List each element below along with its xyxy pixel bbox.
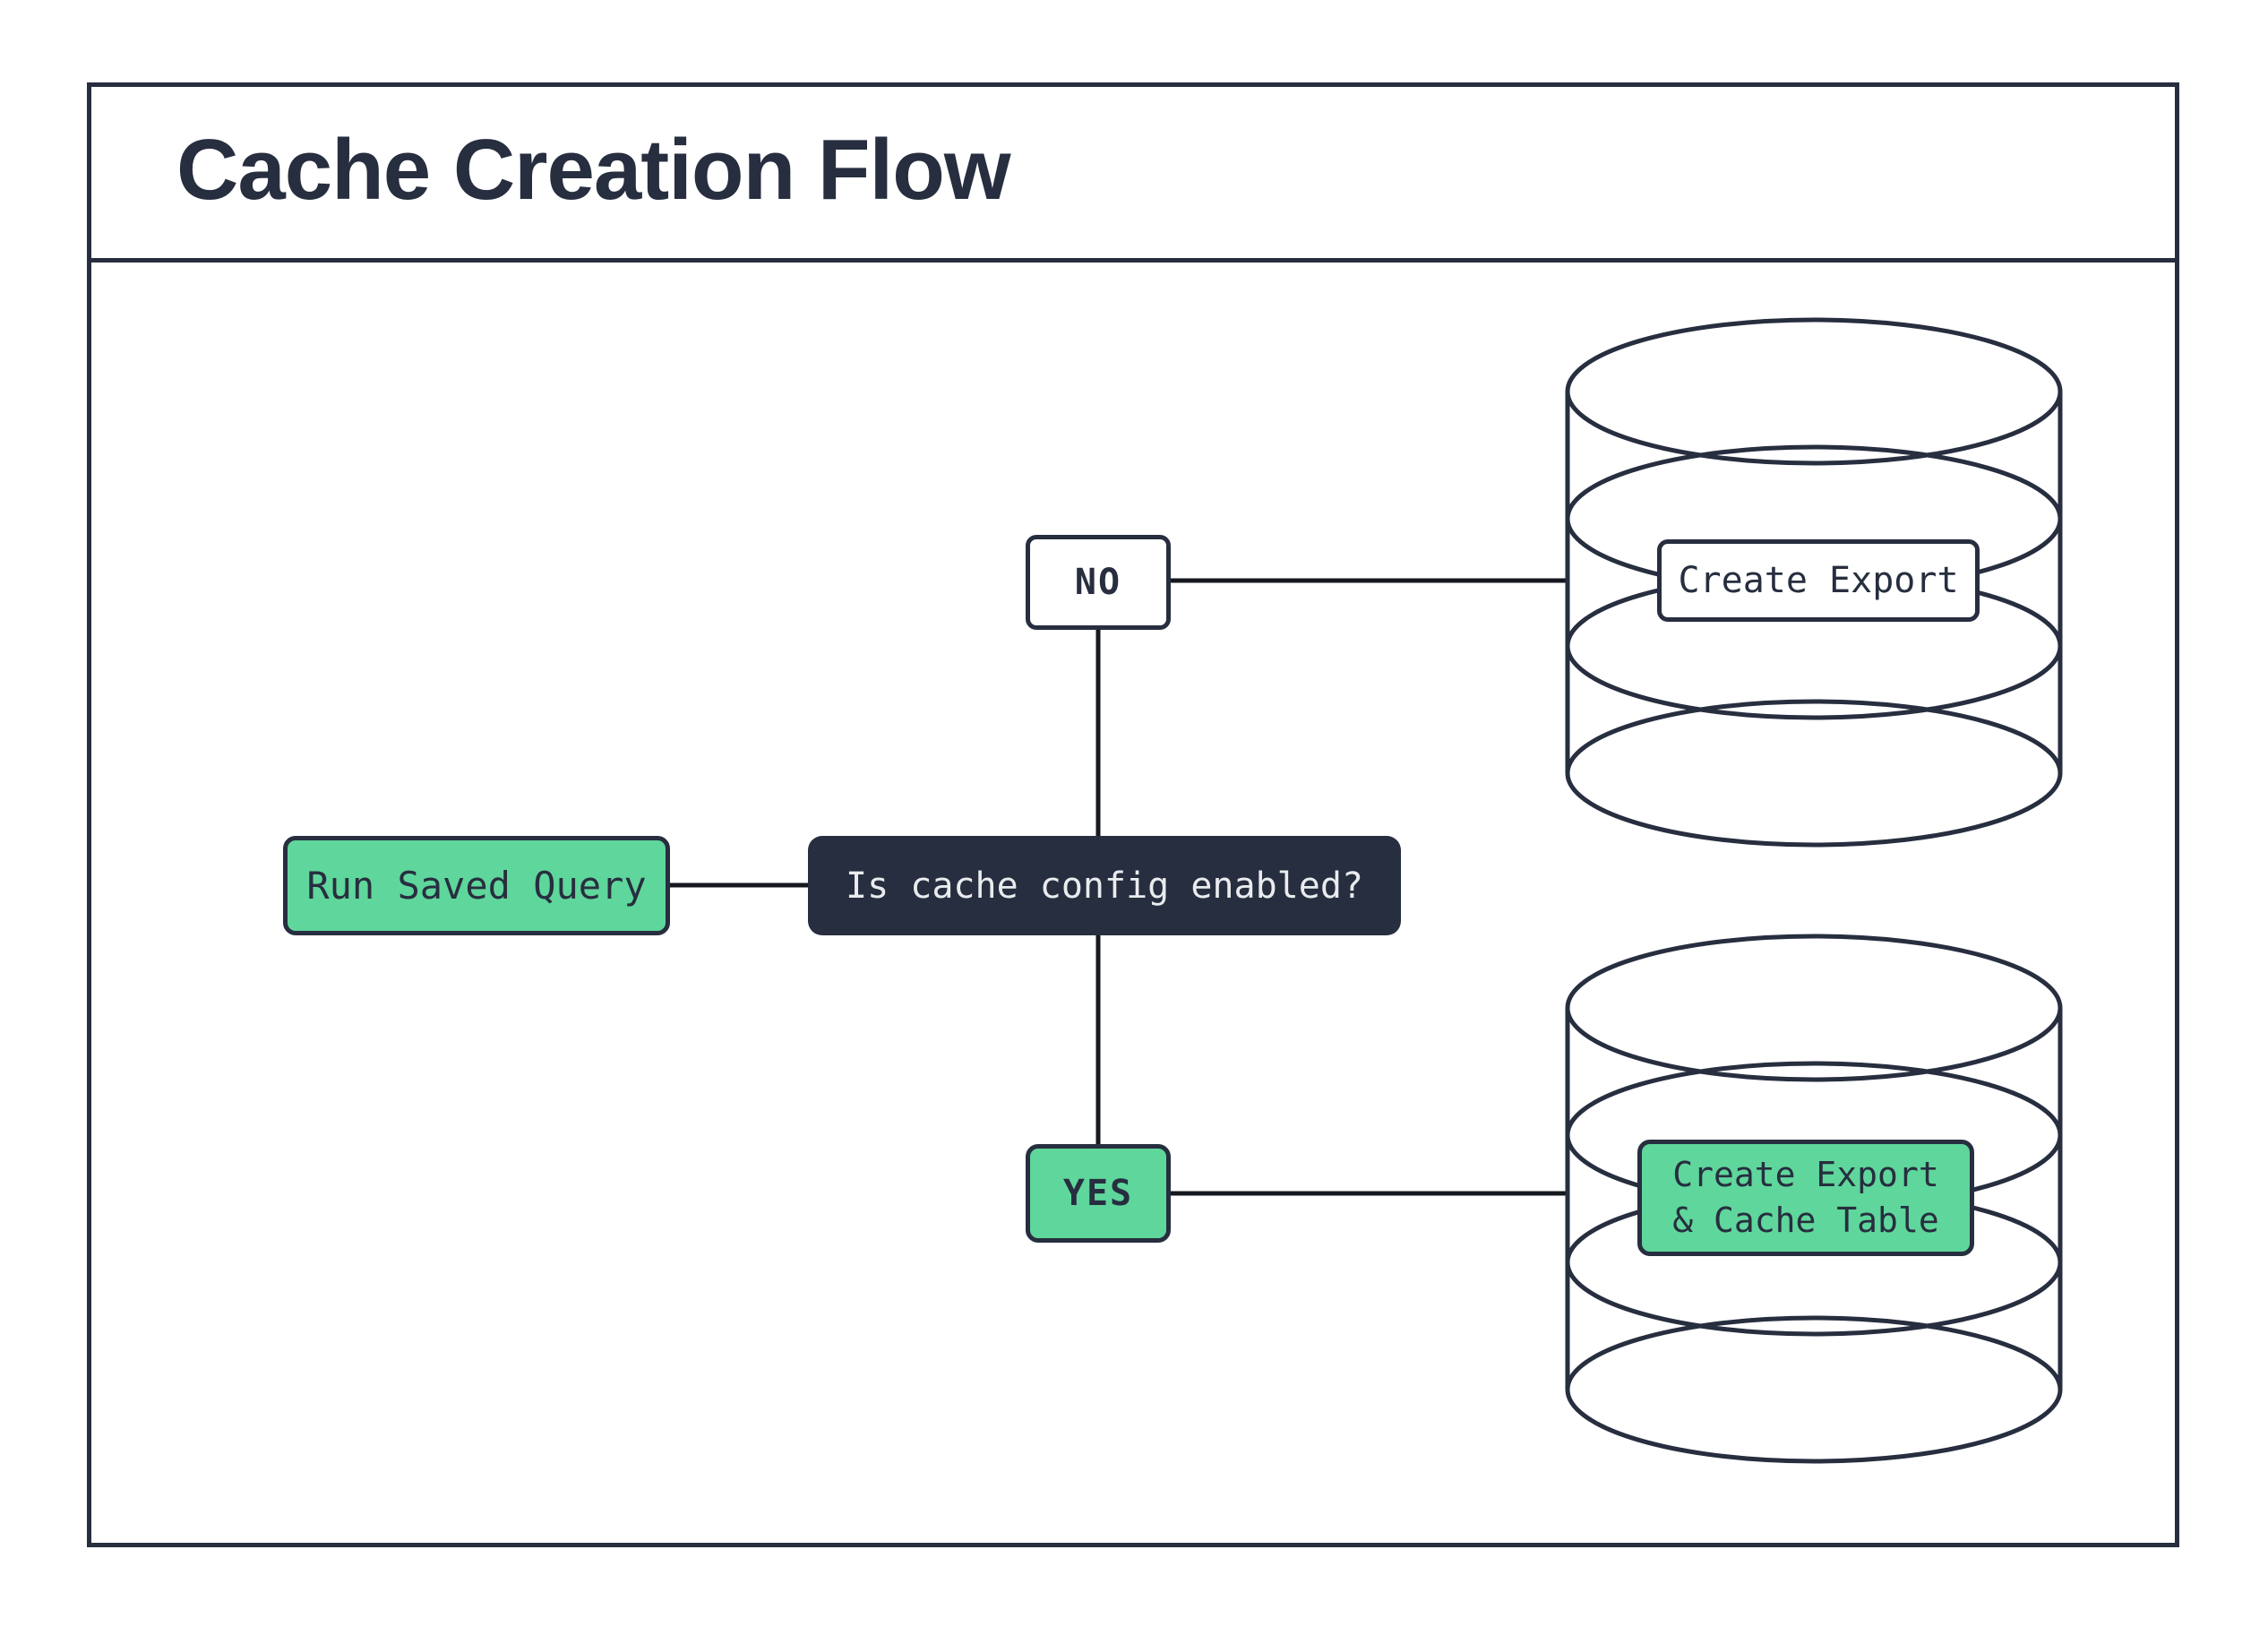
node-run-saved-query: Run Saved Query (283, 836, 670, 935)
node-create-export-cache-line1: Create Export (1672, 1154, 1939, 1194)
node-create-export-cache-line2: & Cache Table (1672, 1201, 1939, 1240)
node-decision-cache-config: Is cache config enabled? (808, 836, 1401, 935)
node-create-export-cache-table: Create Export & Cache Table (1637, 1140, 1974, 1256)
page-title: Cache Creation Flow (176, 122, 1010, 218)
node-create-export-label: Create Export (1678, 560, 1959, 601)
node-run-saved-query-label: Run Saved Query (306, 864, 647, 908)
node-branch-no-label: NO (1074, 562, 1122, 603)
node-branch-yes-label: YES (1062, 1173, 1134, 1214)
diagram-header: Cache Creation Flow (87, 82, 2179, 263)
node-create-export: Create Export (1657, 539, 1980, 622)
node-branch-yes: YES (1026, 1144, 1171, 1243)
diagram-frame (87, 82, 2179, 1547)
node-branch-no: NO (1026, 535, 1171, 630)
node-decision-label: Is cache config enabled? (846, 865, 1363, 907)
